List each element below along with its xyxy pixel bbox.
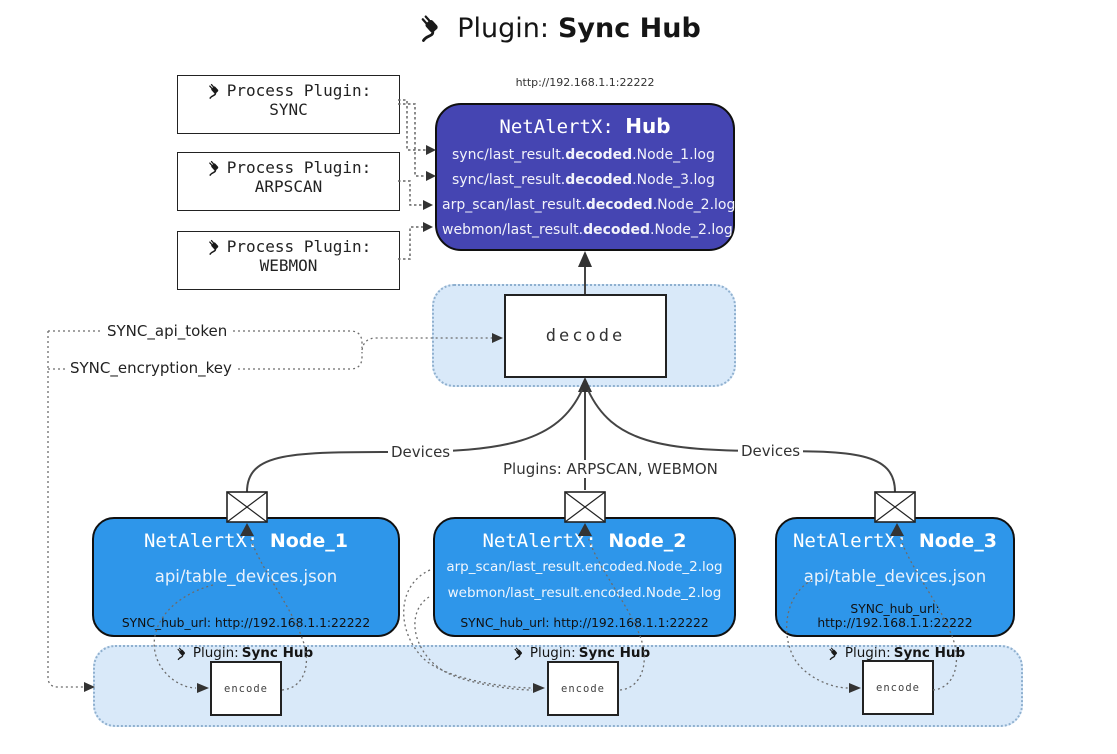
- plug-icon: [206, 238, 224, 256]
- encoder-plugin-label-3: Plugin: Sync Hub: [827, 645, 965, 661]
- encode-box-1: encode: [210, 661, 282, 716]
- plugins-center-label: Plugins: ARPSCAN, WEBMON: [500, 460, 721, 478]
- process-plugin-label-text: Process Plugin:: [226, 158, 372, 177]
- node-1-box: NetAlertX: Node_1 api/table_devices.json…: [92, 517, 400, 637]
- sync-encryption-key-label: SYNC_encryption_key: [66, 359, 236, 377]
- plug-icon: [175, 646, 190, 661]
- node-file: arp_scan/last_result.encoded.Node_2.log: [446, 559, 723, 575]
- devices-left-label: Devices: [388, 443, 454, 461]
- node-hub-url: SYNC_hub_url: http://192.168.1.1:22222: [817, 602, 973, 630]
- title-prefix: Plugin:: [457, 12, 549, 44]
- process-plugin-label: Process Plugin:: [178, 81, 399, 100]
- process-plugin-label: Process Plugin:: [178, 237, 399, 256]
- hub-file-row: arp_scan/last_result.decoded.Node_2.log: [442, 197, 736, 213]
- node-file: webmon/last_result.encoded.Node_2.log: [447, 585, 722, 601]
- process-plugin-label-text: Process Plugin:: [226, 81, 372, 100]
- node-file: api/table_devices.json: [803, 567, 987, 586]
- process-plugin-name: WEBMON: [259, 256, 318, 275]
- plug-icon: [206, 82, 224, 100]
- encode-box-3: encode: [862, 660, 934, 715]
- hub-url-label: http://192.168.1.1:22222: [515, 76, 655, 89]
- node-hub-url: SYNC_hub_url: http://192.168.1.1:22222: [121, 616, 371, 630]
- plug-icon: [512, 646, 527, 661]
- encoder-plugin-label-1: Plugin: Sync Hub: [175, 645, 313, 661]
- encode-box-2: encode: [547, 661, 619, 716]
- hub-title: NetAlertX: Hub: [437, 114, 733, 138]
- hub-file-row: sync/last_result.decoded.Node_3.log: [452, 172, 715, 188]
- sync-api-token-label: SYNC_api_token: [103, 322, 232, 340]
- plug-icon: [206, 159, 224, 177]
- devices-right-label: Devices: [738, 442, 804, 460]
- node-title: NetAlertX: Node_3: [792, 530, 997, 552]
- process-plugin-sync-box: Process Plugin: SYNC: [177, 75, 400, 134]
- encoder-plugin-label-2: Plugin: Sync Hub: [512, 645, 650, 661]
- plug-icon: [827, 646, 842, 661]
- process-plugin-name: ARPSCAN: [254, 177, 323, 196]
- node-title: NetAlertX: Node_1: [143, 530, 348, 552]
- decode-box: decode: [504, 294, 667, 378]
- node-hub-url: SYNC_hub_url: http://192.168.1.1:22222: [460, 616, 709, 630]
- hub-box: NetAlertX: Hub sync/last_result.decoded.…: [435, 103, 735, 251]
- hub-file-list: sync/last_result.decoded.Node_1.log sync…: [437, 143, 736, 243]
- process-plugin-label-text: Process Plugin:: [226, 237, 372, 256]
- process-plugin-name: SYNC: [269, 100, 308, 119]
- process-plugin-webmon-box: Process Plugin: WEBMON: [177, 231, 400, 290]
- process-plugin-label: Process Plugin:: [178, 158, 399, 177]
- plug-icon: [416, 12, 448, 44]
- hub-file-row: sync/last_result.decoded.Node_1.log: [452, 147, 715, 163]
- node-file: api/table_devices.json: [154, 567, 338, 586]
- title-bold: Sync Hub: [557, 12, 701, 44]
- node-title: NetAlertX: Node_2: [482, 530, 687, 552]
- diagram-title: Plugin: Sync Hub: [0, 12, 1117, 44]
- node-3-box: NetAlertX: Node_3 api/table_devices.json…: [775, 517, 1015, 637]
- process-plugin-arpscan-box: Process Plugin: ARPSCAN: [177, 152, 400, 211]
- node-file-list: arp_scan/last_result.encoded.Node_2.log …: [435, 554, 734, 606]
- hub-title-name: Hub: [625, 114, 671, 138]
- hub-file-row: webmon/last_result.decoded.Node_2.log: [442, 222, 733, 238]
- hub-title-prefix: NetAlertX:: [499, 116, 626, 138]
- node-2-box: NetAlertX: Node_2 arp_scan/last_result.e…: [433, 517, 736, 637]
